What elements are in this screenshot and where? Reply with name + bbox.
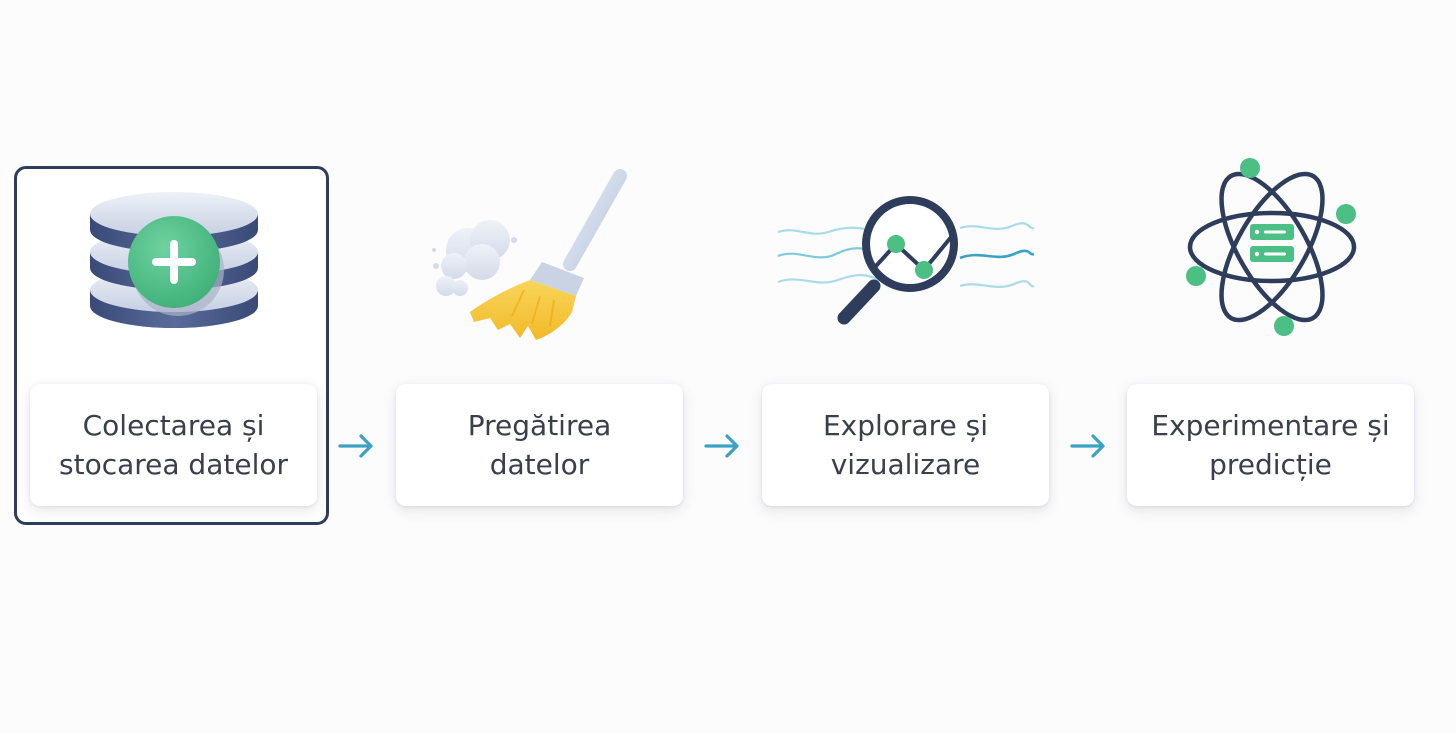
step-4-card: Experimentare și predicție [1127, 384, 1414, 506]
arrow-right-icon [1070, 434, 1105, 458]
step-1-card: Colectarea și stocarea datelor [30, 384, 317, 506]
database-add-icon [90, 192, 258, 328]
step-3-label: Explorare și vizualizare [822, 409, 988, 481]
atom-server-icon [1186, 158, 1357, 336]
step-3-card: Explorare și vizualizare [762, 384, 1049, 506]
arrow-right-icon [704, 434, 739, 458]
arrow-right-icon [338, 434, 373, 458]
step-2-label: Pregătirea datelor [467, 409, 612, 481]
broom-icon [432, 169, 627, 340]
step-2-card: Pregătirea datelor [396, 384, 683, 506]
step-4-label: Experimentare și predicție [1151, 409, 1390, 481]
step-1-label: Colectarea și stocarea datelor [59, 409, 288, 481]
magnifier-chart-icon [777, 196, 1035, 325]
